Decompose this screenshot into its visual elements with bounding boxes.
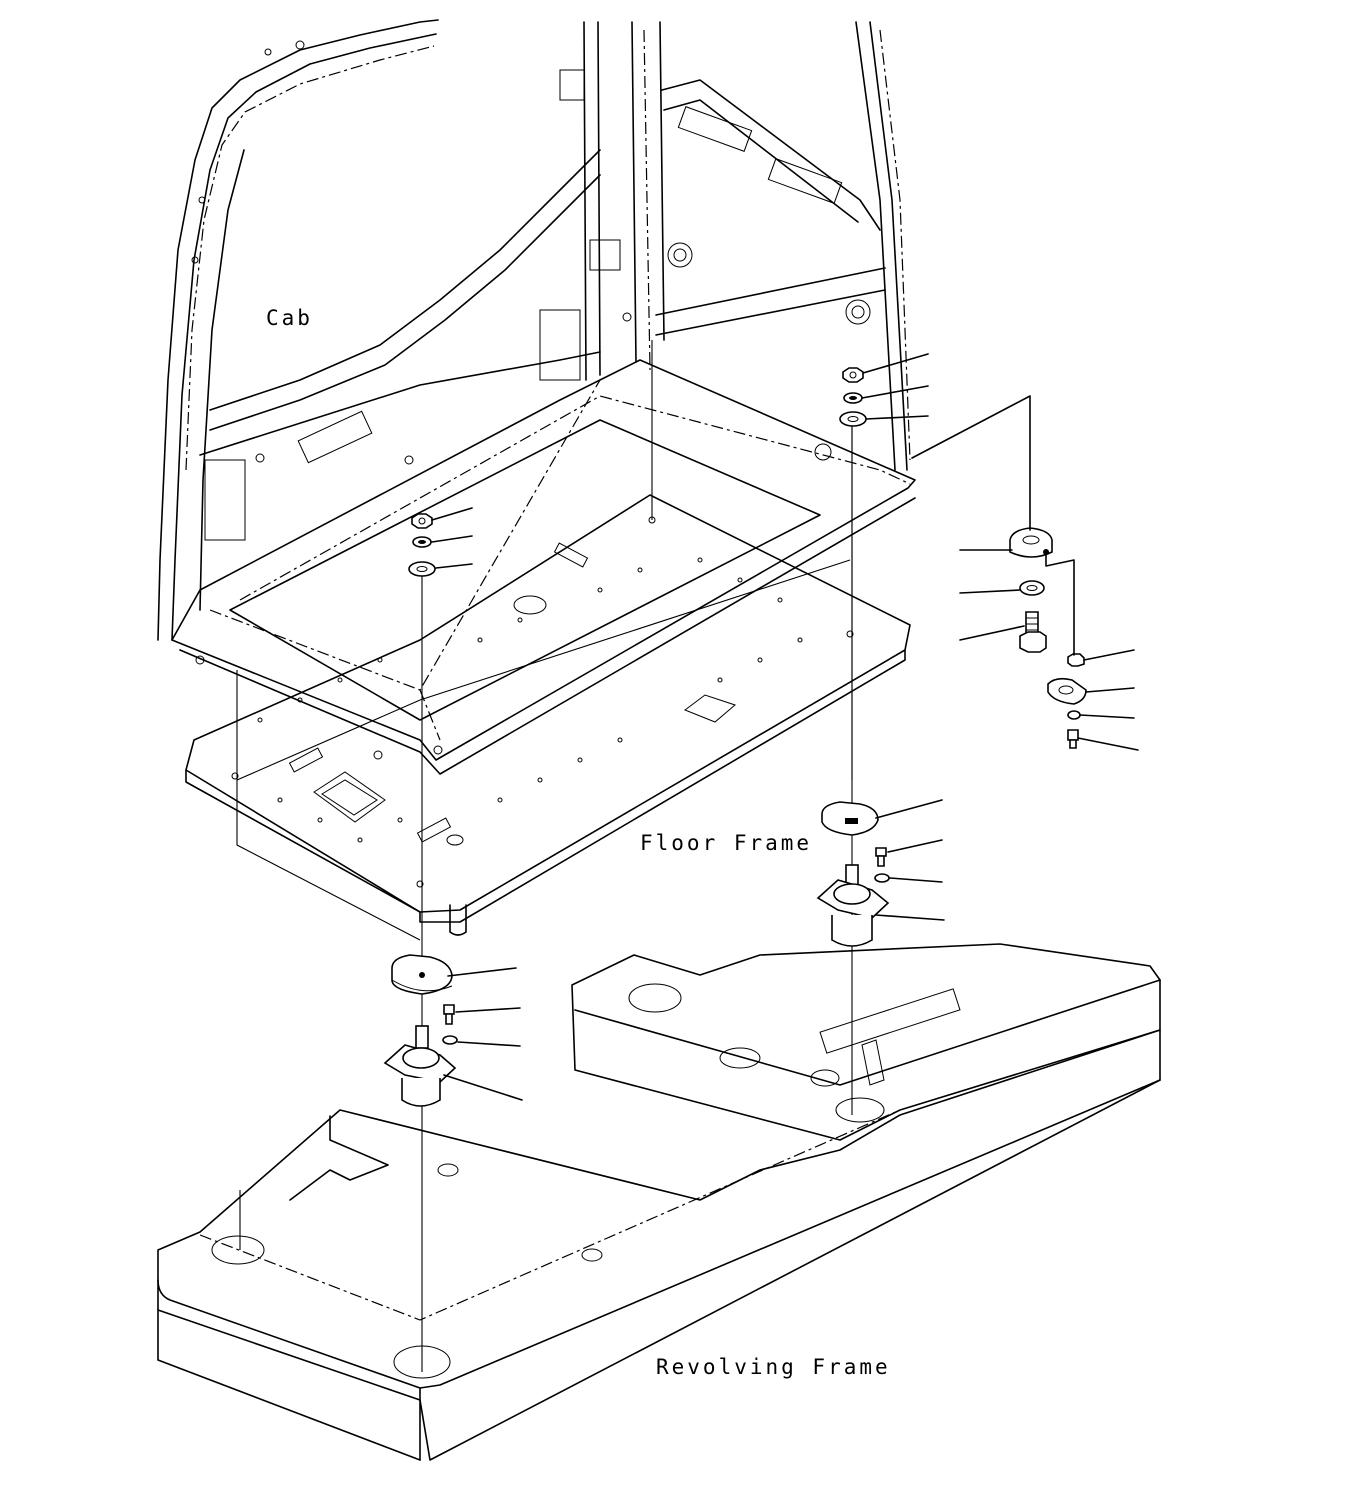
assembly-centre-lines (236, 340, 853, 1372)
rear-stopper-hardware (1009, 527, 1087, 749)
left-mount-hardware (383, 513, 458, 1107)
floor-frame-label: Floor Frame (640, 831, 813, 855)
floor-frame-drawing (185, 494, 911, 936)
revolving-frame-drawing (157, 943, 1161, 1461)
revolving-frame-label: Revolving Frame (656, 1355, 891, 1379)
cab-label: Cab (266, 306, 313, 330)
right-mount-hardware (816, 367, 890, 947)
part-leader-lines (431, 353, 1139, 1101)
cab-drawing (157, 19, 916, 775)
